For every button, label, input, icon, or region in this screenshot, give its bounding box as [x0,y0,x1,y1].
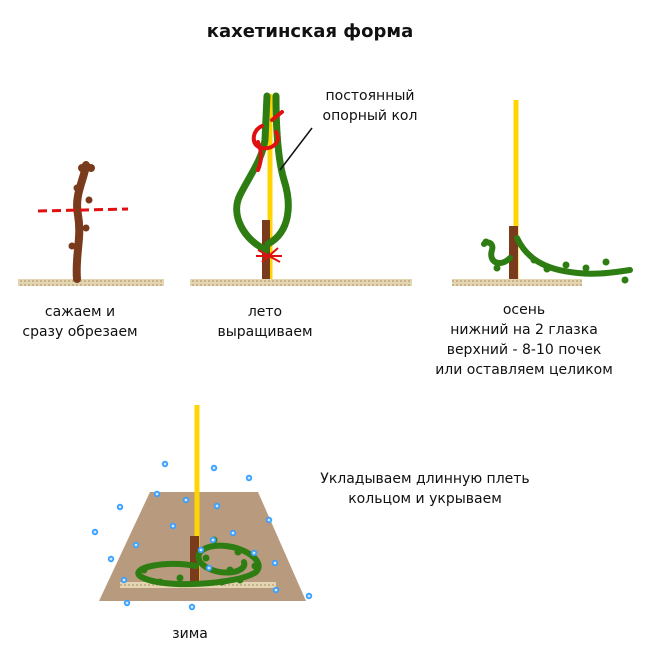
caption-line: осень [502,302,546,318]
callout-line-text: постоянный [325,88,415,104]
coiled-cane [135,542,262,588]
note-line: Укладываем длинную плеть [320,471,530,487]
soil-strip [452,279,582,286]
winter-note: Укладываем длинную плеть кольцом и укрыв… [315,469,535,509]
stage-summer [190,92,412,286]
seedling-trunk [72,161,90,283]
stage-planting [18,161,164,286]
trunk [190,536,199,582]
bud-icon [73,184,81,192]
callout-line-text: опорный кол [322,108,418,124]
tie-icon [251,110,284,172]
caption-line: зима [172,626,208,642]
stage-summer-caption: лето выращиваем [205,302,325,342]
soil-strip [18,279,164,286]
soil-strip [190,279,412,286]
bud-icon [482,238,629,284]
caption-line: верхний - 8-10 почек [446,342,602,358]
shoot-right [264,92,292,248]
caption-line: или оставляем целиком [435,362,613,378]
callout-line [279,127,313,171]
bud-icon [78,164,86,172]
stage-planting-caption: сажаем и сразу обрезаем [10,302,150,342]
page-title: кахетинская форма [206,21,414,42]
stage-autumn-caption: осень нижний на 2 глазка верхний - 8-10 … [418,300,630,380]
bud-icon [82,224,90,232]
stage-winter-caption: зима [150,624,230,644]
note-line: кольцом и укрываем [348,491,502,507]
caption-line: сразу обрезаем [22,324,138,340]
trunk [509,226,518,279]
long-cane [514,235,633,277]
bud-icon [85,196,93,204]
caption-line: сажаем и [44,304,116,320]
tie-icon [256,247,282,263]
caption-line: лето [247,304,283,320]
bud-icon [87,164,95,172]
short-spur [481,239,513,267]
stage-autumn [452,100,633,286]
caption-line: нижний на 2 глазка [450,322,598,338]
bud-icon [68,242,76,250]
support-stake-callout: постоянный опорный кол [300,86,440,126]
caption-line: выращиваем [217,324,313,340]
cut-line [37,207,129,213]
stage-winter [91,405,313,611]
